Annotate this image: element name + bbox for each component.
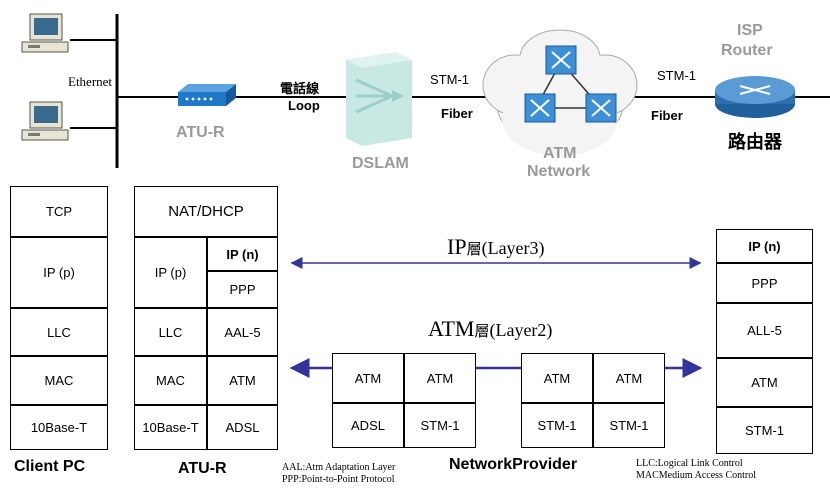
client-layer-mac: MAC — [10, 356, 108, 405]
dslam-layer-stm1: STM-1 — [404, 403, 476, 448]
atm-switch-icon — [524, 45, 617, 123]
client-layer-10base-t: 10Base-T — [10, 405, 108, 450]
client-layer-ip: IP (p) — [10, 237, 108, 308]
np-layer-atm-left: ATM — [521, 353, 593, 403]
network-topology — [21, 13, 830, 168]
atur-layer-llc: LLC — [134, 308, 207, 356]
atur-stack-title: ATU-R — [178, 460, 227, 477]
stm1-right-label: STM-1 — [657, 68, 696, 83]
computer-icon — [21, 101, 69, 141]
note-mac: MACMedium Access Control — [636, 470, 756, 481]
isp-layer-ip-n: IP (n) — [716, 229, 813, 263]
note-llc: LLC:Logical Link Control — [636, 458, 743, 469]
stm1-left-label: STM-1 — [430, 72, 469, 87]
isp-layer-stm1: STM-1 — [716, 407, 813, 454]
fiber-right-label: Fiber — [651, 108, 683, 123]
atur-layer-10base-t: 10Base-T — [134, 405, 207, 450]
atur-layer-mac: MAC — [134, 356, 207, 405]
router-cn-label: 路由器 — [728, 132, 782, 152]
dslam-layer-atm-right: ATM — [404, 353, 476, 403]
computer-icon — [21, 13, 69, 53]
client-layer-tcp: TCP — [10, 186, 108, 237]
loop-label: Loop — [288, 98, 320, 113]
atur-layer-adsl: ADSL — [207, 405, 278, 450]
np-layer-stm1-left: STM-1 — [521, 403, 593, 448]
abbrev-notes-right: LLC:Logical Link Control MACMedium Acces… — [636, 458, 756, 482]
isp-layer-ppp: PPP — [716, 263, 813, 303]
dslam-label: DSLAM — [352, 155, 409, 172]
phone-line-label: 電話線 — [280, 81, 320, 96]
dslam-layer-atm-left: ATM — [332, 353, 404, 403]
isp-label: ISP — [737, 22, 763, 39]
np-layer-atm-right: ATM — [593, 353, 665, 403]
atur-layer-ip-n: IP (n) — [207, 237, 278, 271]
atm-network-label-2: Network — [527, 163, 591, 180]
router-label: Router — [721, 42, 773, 59]
dslam-icon — [346, 52, 412, 146]
note-ppp: PPP:Point-to-Point Protocol — [282, 474, 395, 485]
atur-device-label: ATU-R — [176, 124, 225, 141]
modem-icon — [178, 84, 236, 106]
atm-network-label-1: ATM — [543, 145, 577, 162]
atur-layer-aal5: AAL-5 — [207, 308, 278, 356]
atm-layer-label: ATM層(Layer2) — [428, 316, 553, 341]
client-layer-llc: LLC — [10, 308, 108, 356]
atur-layer-atm: ATM — [207, 356, 278, 405]
isp-layer-all5: ALL-5 — [716, 303, 813, 358]
atur-layer-ip-p: IP (p) — [134, 237, 207, 308]
isp-layer-atm: ATM — [716, 358, 813, 407]
router-icon — [715, 76, 795, 118]
network-provider-title: NetworkProvider — [449, 456, 578, 473]
abbrev-notes-left: AAL:Atm Adaptation Layer PPP:Point-to-Po… — [282, 462, 395, 486]
dslam-layer-adsl: ADSL — [332, 403, 404, 448]
atur-layer-ppp: PPP — [207, 271, 278, 308]
ip-layer-label: IP層(Layer3) — [447, 234, 545, 259]
ethernet-label: Ethernet — [68, 74, 113, 89]
np-layer-stm1-right: STM-1 — [593, 403, 665, 448]
client-pc-title: Client PC — [14, 458, 86, 475]
note-aal: AAL:Atm Adaptation Layer — [282, 462, 396, 473]
atur-layer-nat-dhcp: NAT/DHCP — [134, 186, 278, 237]
fiber-left-label: Fiber — [441, 106, 473, 121]
